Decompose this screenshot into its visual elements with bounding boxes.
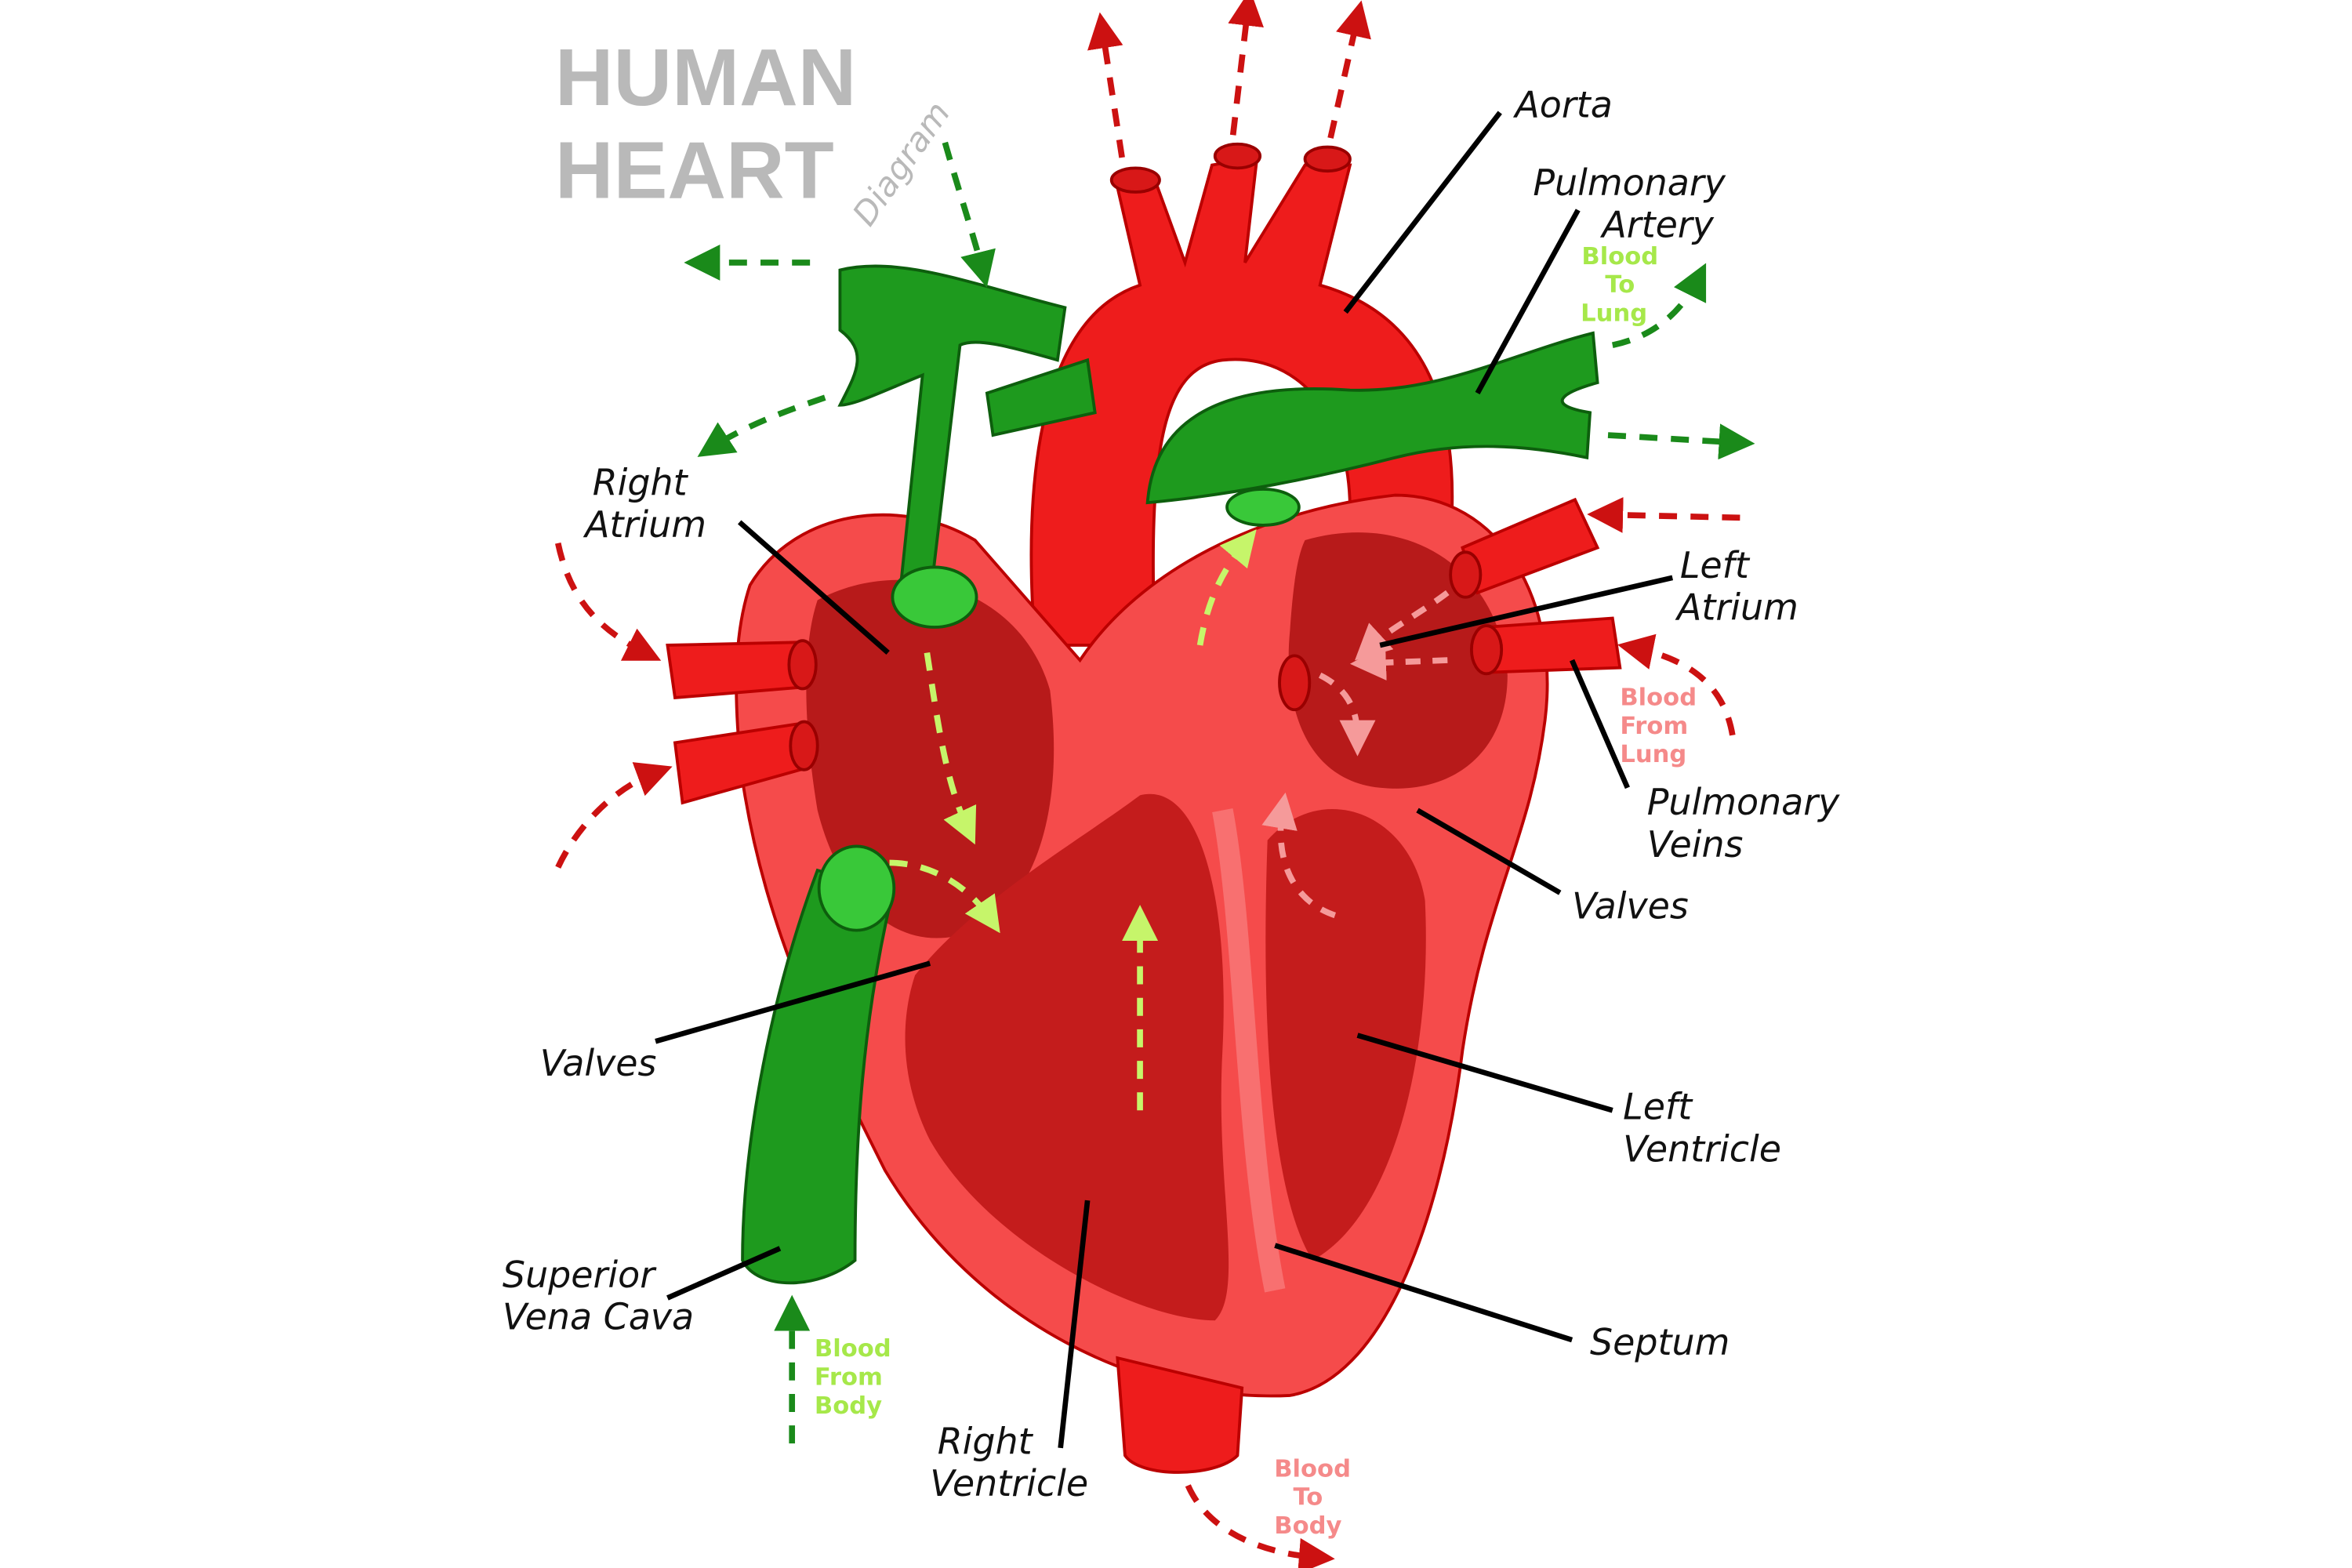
vena-cava-top — [837, 264, 1067, 602]
label-aorta: Aorta — [1512, 83, 1612, 125]
pulmonary-valve-opening — [1225, 488, 1301, 527]
arrow-up-icon — [555, 762, 673, 869]
label-valves-right-side: Valves — [540, 1042, 657, 1084]
vena-cava-bottom — [741, 868, 895, 1285]
arrow-left-icon — [1617, 633, 1736, 736]
arrow-left-icon — [697, 394, 826, 457]
vena-cava-opening — [891, 565, 978, 629]
arrow-left-icon — [1349, 644, 1448, 681]
arrow-down-icon — [942, 141, 996, 288]
title-logo: HUMAN HEART Diagram — [555, 31, 958, 233]
arrow-up-icon — [1196, 529, 1257, 646]
arrow-left-icon — [1355, 590, 1450, 661]
right-pulmonary-branch — [985, 358, 1097, 437]
arrow-up-icon — [1087, 12, 1125, 158]
arrow-right-icon — [889, 859, 1000, 934]
arrow-down-icon — [554, 543, 662, 661]
arrow-up-icon — [1261, 792, 1337, 919]
arrow-right-icon — [1185, 1484, 1335, 1568]
label-septum: Septum — [1590, 1321, 1730, 1363]
descending-aorta — [1116, 1356, 1244, 1474]
arrow-down-icon — [924, 652, 977, 845]
arrow-up-right-icon — [1612, 263, 1707, 348]
label-valves-left-side: Valves — [1572, 884, 1689, 927]
arrow-left-icon — [1587, 497, 1740, 533]
leader-lines — [655, 111, 1674, 1449]
pulmonary-veins-tubes — [666, 497, 1622, 805]
arrow-down-icon — [1318, 672, 1376, 757]
arrow-up-icon — [1228, 0, 1264, 136]
left-ventricle-chamber — [1265, 808, 1426, 1261]
septum — [1212, 808, 1286, 1293]
arrow-right-icon — [1607, 423, 1755, 460]
vena-cava-bottom-opening — [817, 844, 896, 932]
title-line-2: HEART — [555, 125, 834, 216]
flow-arrows — [554, 0, 1755, 1568]
title-subtitle: Diagram — [845, 95, 958, 233]
arrow-up-icon — [1327, 0, 1371, 139]
title-line-1: HUMAN — [555, 31, 857, 122]
